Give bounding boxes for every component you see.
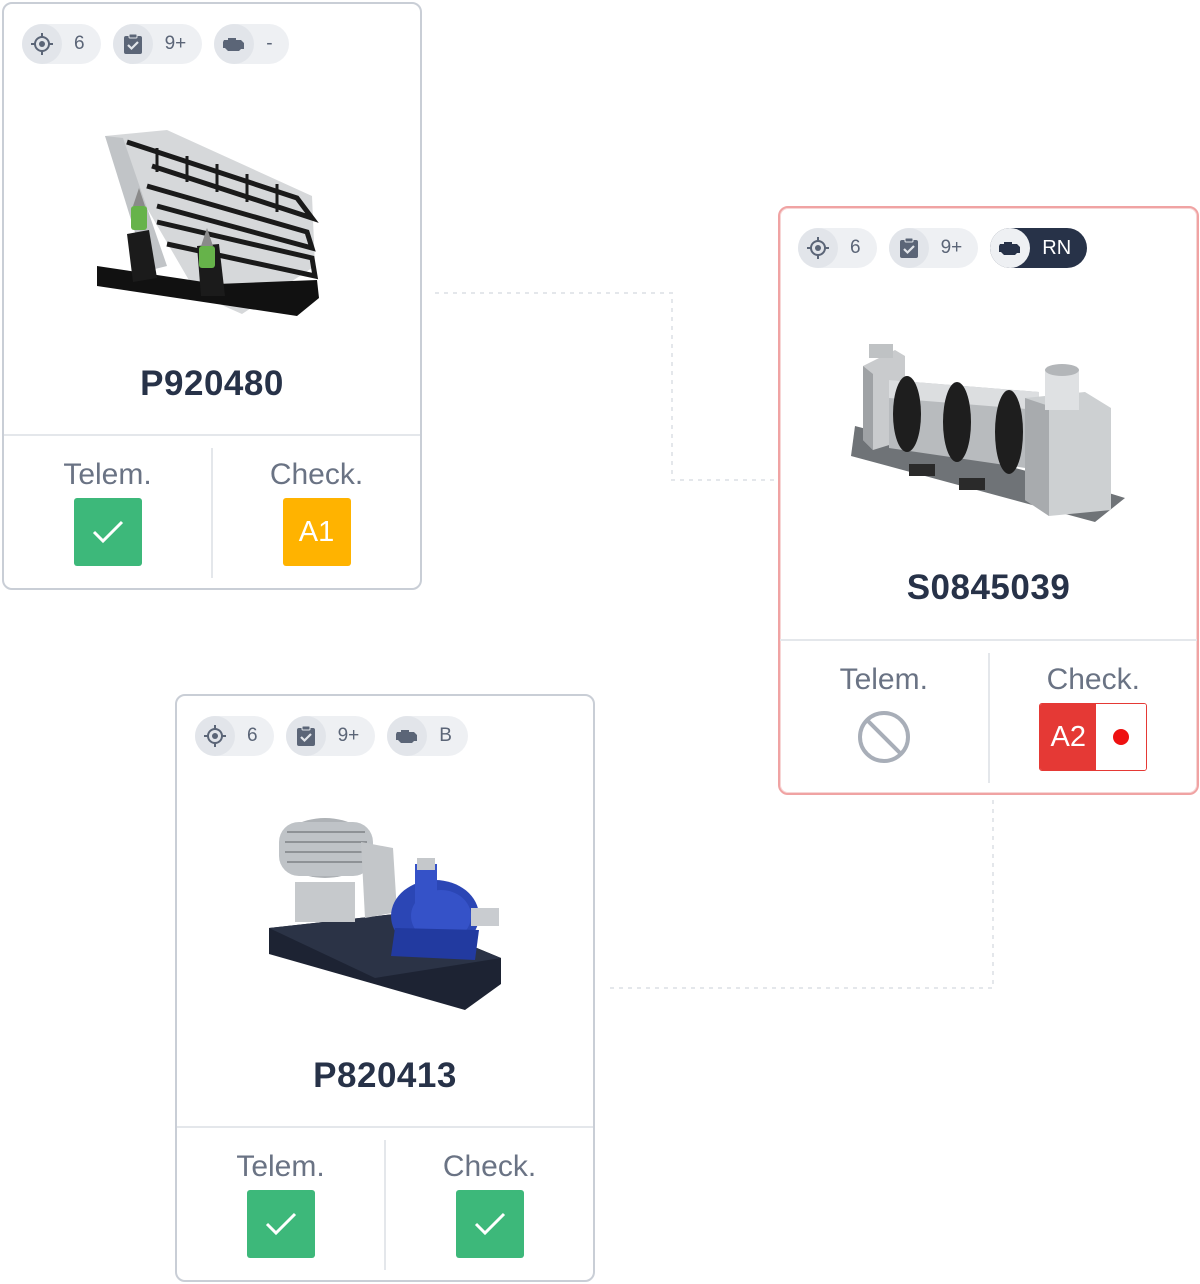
location-chip[interactable]: 6 [195,716,274,756]
tasks-chip[interactable]: 9+ [285,716,376,756]
check-label: Check. [442,1150,537,1183]
engine-value: B [439,725,452,746]
asset-card-1[interactable]: 6 9+ - [2,2,422,590]
check-label: Check. [269,458,364,491]
telemetry-ok-badge[interactable] [246,1190,315,1258]
check-icon [92,520,123,544]
location-chip[interactable]: 6 [798,228,877,268]
footer-divider [211,448,213,578]
vibrating-screen-image [97,130,319,316]
blocked-icon [857,711,910,763]
check-alert-value: A2 [1040,704,1097,770]
engine-chip[interactable]: RN [990,228,1088,268]
chip-row: 6 9+ - [22,24,289,64]
check-label: Check. [1046,663,1140,696]
telemetry-column: Telem. [780,641,988,793]
alert-dot-icon [1096,704,1147,770]
check-column: Check. A1 [213,436,420,588]
tasks-chip[interactable]: 9+ [888,228,979,268]
chip-row: 6 9+ B [195,716,468,756]
status-footer: Telem. Check. [177,1126,593,1280]
tasks-chip[interactable]: 9+ [112,24,203,64]
location-count: 6 [247,725,258,746]
check-column: Check. A2 [990,641,1198,793]
chip-row: 6 9+ RN [798,228,1088,268]
engine-icon [387,716,428,756]
target-icon [195,716,235,756]
telemetry-disabled-badge[interactable] [850,703,918,771]
rotary-dryer-image [850,344,1125,522]
location-chip[interactable]: 6 [22,24,101,64]
pump-motor-image [269,818,501,1010]
location-count: 6 [850,237,861,258]
engine-icon [214,24,255,64]
asset-code: P820413 [313,1056,457,1095]
footer-divider [987,653,990,783]
footer-divider [384,1140,386,1270]
engine-value: RN [1042,236,1072,259]
telemetry-label: Telem. [839,663,928,696]
location-count: 6 [74,33,85,54]
engine-icon [990,228,1031,268]
check-alert-badge[interactable]: A2 [1039,703,1148,771]
clipboard-check-icon [888,228,929,268]
engine-chip[interactable]: B [387,716,468,756]
engine-chip[interactable]: - [214,24,289,64]
asset-code: S0845039 [906,568,1071,607]
tasks-count: 9+ [164,33,187,54]
telemetry-column: Telem. [4,436,211,588]
check-ok-badge[interactable] [455,1190,524,1258]
tasks-count: 9+ [337,725,360,746]
check-warn-badge[interactable]: A1 [282,498,351,566]
engine-value: - [266,33,273,54]
asset-card-2[interactable]: 6 9+ RN S0845 [778,206,1199,795]
telemetry-column: Telem. [177,1128,384,1280]
telemetry-ok-badge[interactable] [73,498,142,566]
telemetry-label: Telem. [236,1150,325,1183]
status-footer: Telem. Check. A2 [780,639,1197,793]
status-footer: Telem. Check. A1 [4,434,420,588]
check-icon [265,1212,296,1236]
telemetry-label: Telem. [63,458,152,491]
check-column: Check. [386,1128,593,1280]
clipboard-check-icon [112,24,153,64]
clipboard-check-icon [285,716,326,756]
tasks-count: 9+ [940,237,963,258]
check-icon [474,1212,505,1236]
target-icon [22,24,62,64]
asset-code: P920480 [140,364,284,403]
target-icon [798,228,838,268]
asset-card-3[interactable]: 6 9+ B P820413 [175,694,595,1282]
